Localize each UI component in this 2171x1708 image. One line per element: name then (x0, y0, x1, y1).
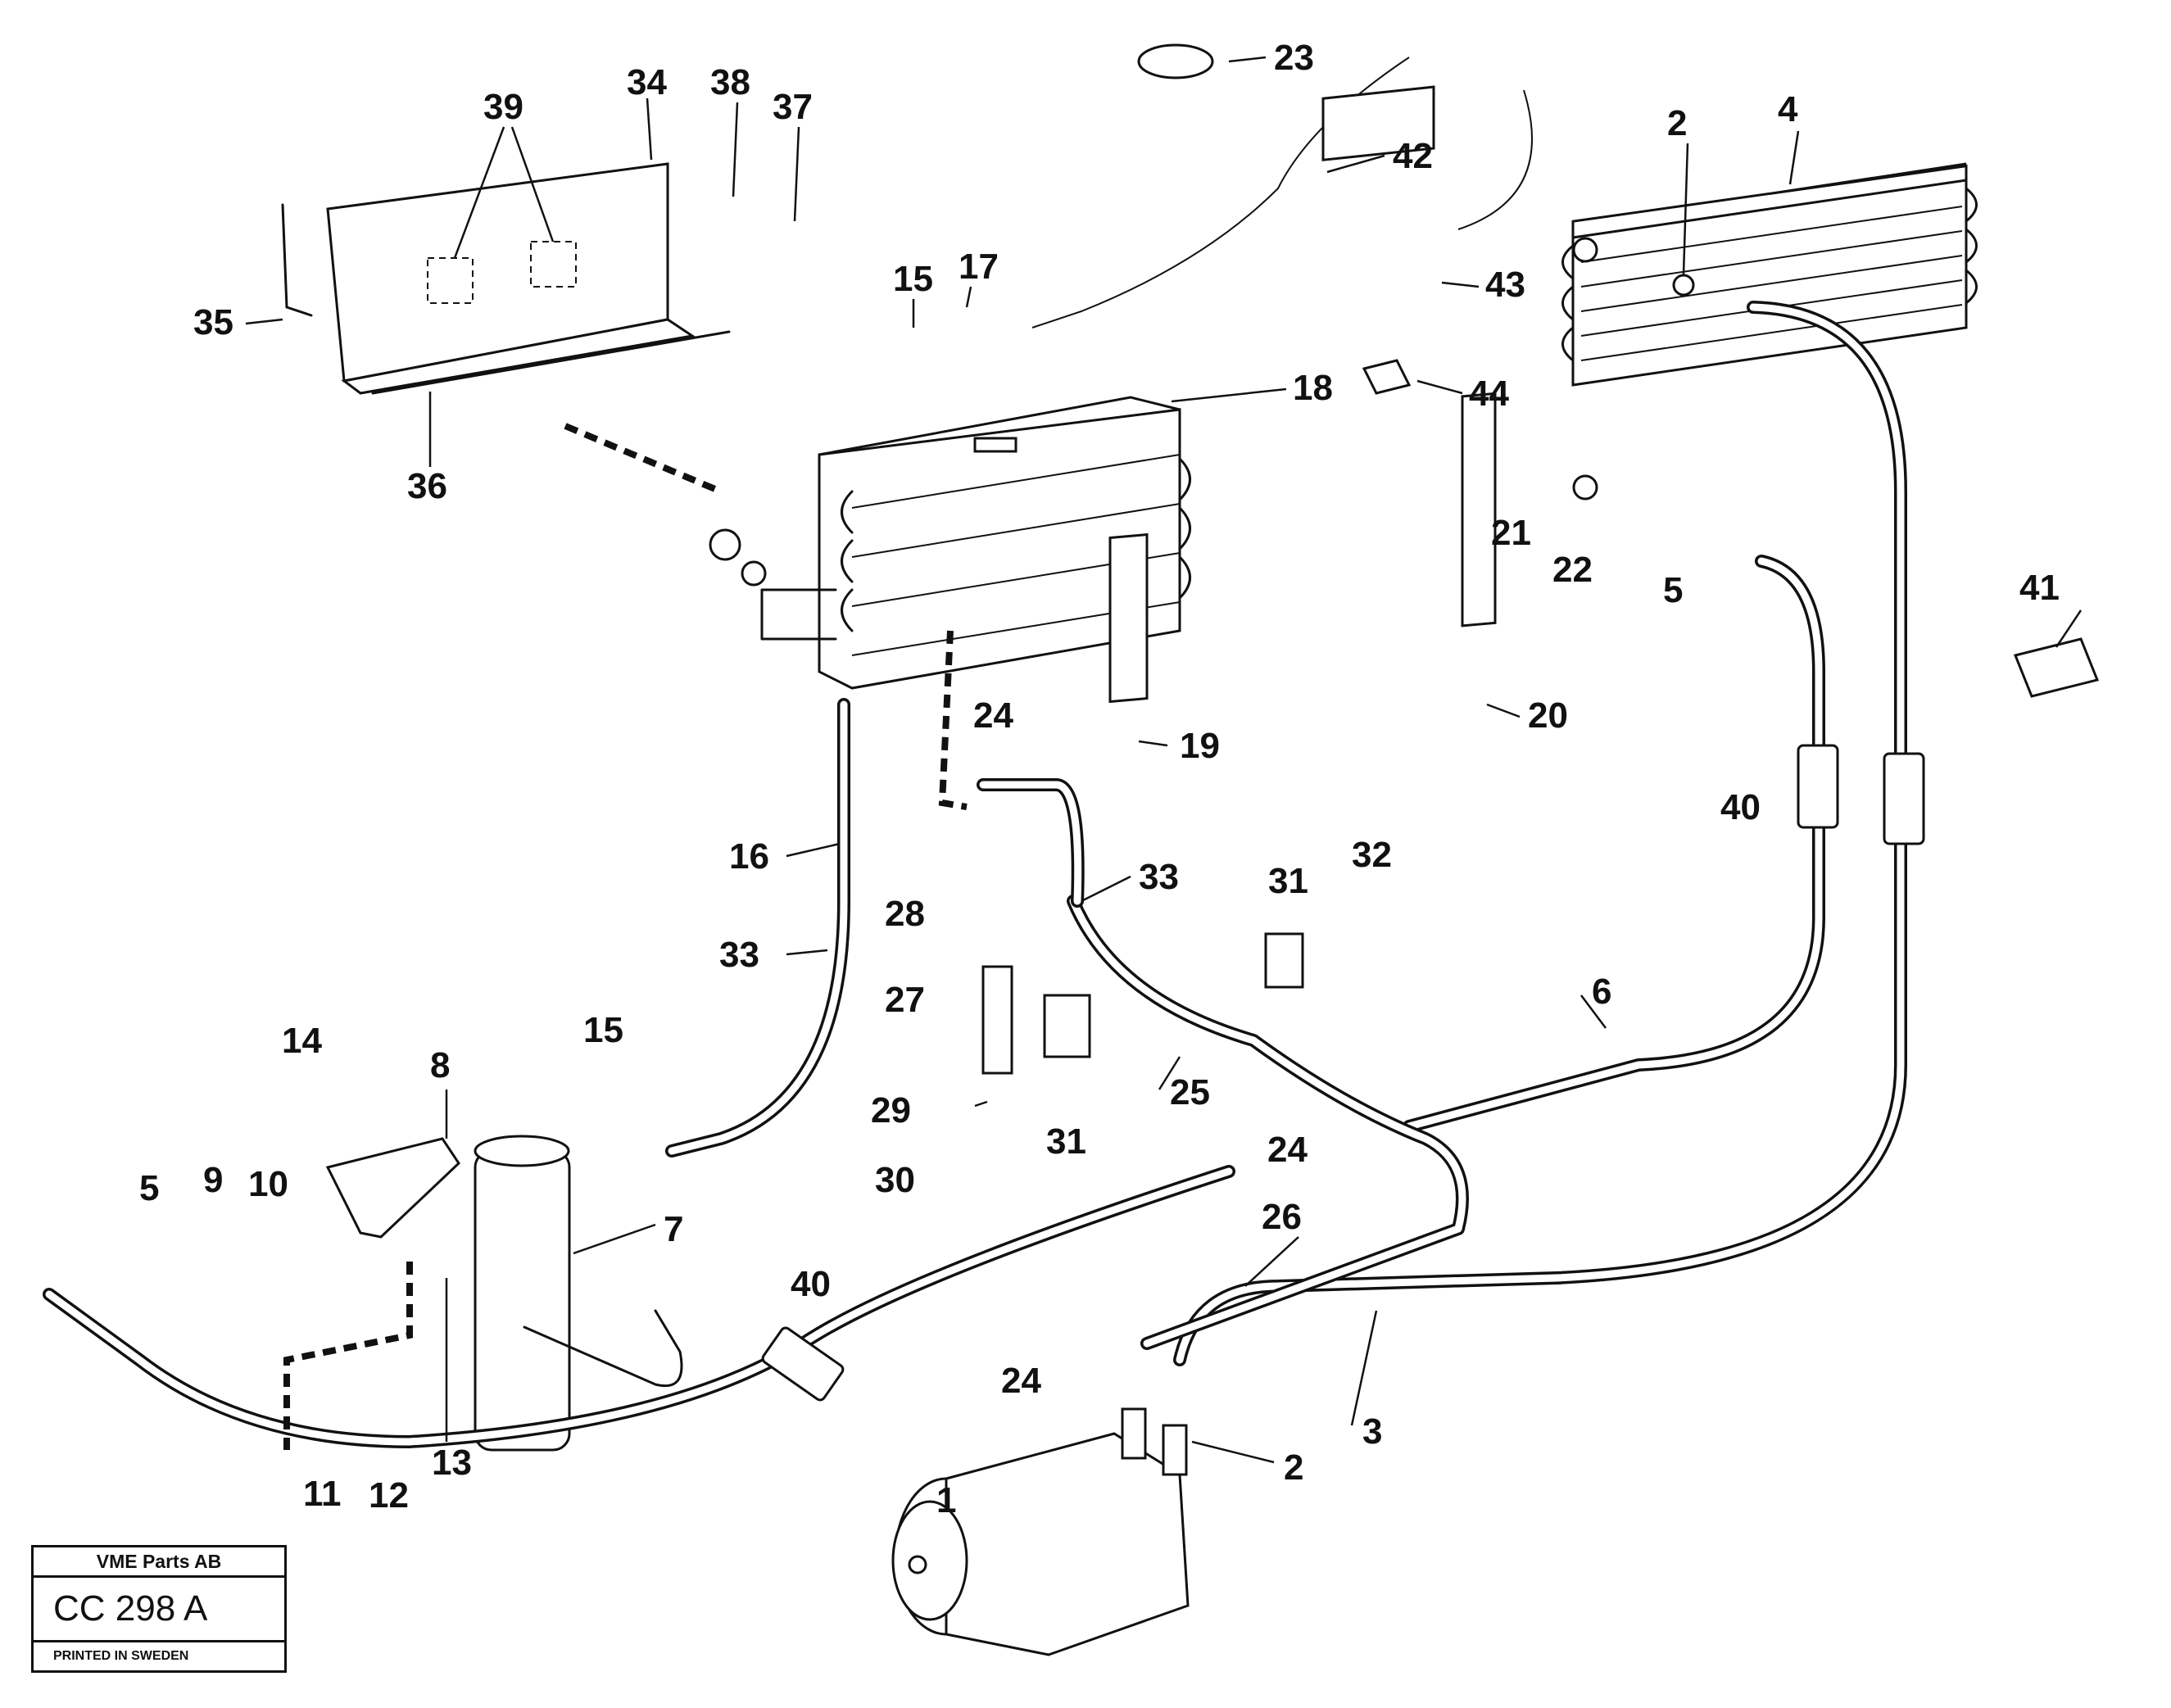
callout-24b: 24 (1267, 1130, 1308, 1170)
callout-30: 30 (875, 1160, 915, 1200)
callout-27: 27 (885, 980, 925, 1020)
callout-4: 4 (1778, 89, 1798, 129)
callout-11: 11 (303, 1474, 342, 1514)
callout-41: 41 (2019, 568, 2060, 608)
callout-5b: 5 (139, 1168, 159, 1208)
callout-12: 12 (369, 1475, 409, 1515)
brackets (981, 392, 1497, 1075)
callout-42: 42 (1393, 136, 1433, 176)
callout-3: 3 (1362, 1411, 1382, 1452)
callout-22: 22 (1552, 550, 1593, 590)
callout-19: 19 (1180, 726, 1220, 766)
dashed-routing (283, 423, 968, 1450)
callout-39: 39 (483, 87, 523, 127)
callout-21: 21 (1491, 513, 1531, 553)
callout-43: 43 (1485, 265, 1525, 305)
compressor (891, 1407, 1190, 1656)
callout-37: 37 (773, 87, 813, 127)
evaporator (709, 396, 1191, 690)
callout-40b: 40 (791, 1264, 831, 1304)
callout-6: 6 (1592, 972, 1611, 1012)
callout-24c: 24 (1001, 1361, 1041, 1401)
callout-34: 34 (627, 62, 667, 102)
printed-note: PRINTED IN SWEDEN (53, 1649, 189, 1663)
callout-18: 18 (1293, 368, 1333, 408)
receiver-drier (325, 1135, 683, 1452)
title-block: VME Parts AB CC 298 A PRINTED IN SWEDEN (31, 1545, 287, 1673)
callout-13: 13 (432, 1443, 472, 1483)
callout-15: 15 (893, 259, 933, 299)
callout-5: 5 (1663, 570, 1683, 610)
leader-lines (245, 56, 2083, 1464)
callout-44: 44 (1469, 374, 1509, 414)
callout-38: 38 (710, 62, 750, 102)
callout-7: 7 (664, 1209, 683, 1249)
callout-labels: 1 2 2 3 4 5 5 6 7 8 9 10 11 12 13 14 15 … (139, 38, 2060, 1520)
callout-26: 26 (1262, 1197, 1302, 1237)
wiring-harness (1031, 43, 2100, 698)
callout-36: 36 (407, 466, 447, 506)
callout-40: 40 (1720, 787, 1761, 827)
callout-32: 32 (1352, 835, 1392, 875)
callout-15b: 15 (583, 1010, 623, 1050)
callout-24: 24 (973, 695, 1013, 736)
company-name: VME Parts AB (34, 1547, 284, 1578)
callout-23: 23 (1274, 38, 1314, 78)
callout-33: 33 (1139, 857, 1179, 897)
callout-2: 2 (1667, 103, 1687, 143)
callout-25: 25 (1170, 1072, 1210, 1112)
callout-35: 35 (193, 302, 233, 342)
callout-16: 16 (729, 836, 769, 877)
callout-1: 1 (936, 1480, 956, 1520)
callout-14: 14 (282, 1021, 322, 1061)
callout-10: 10 (248, 1164, 288, 1204)
callout-33b: 33 (719, 935, 759, 975)
drawing-code: CC 298 A (34, 1578, 284, 1642)
callout-31b: 31 (1046, 1121, 1086, 1162)
callout-29: 29 (871, 1090, 911, 1130)
mounting-plate (281, 162, 731, 395)
callout-20: 20 (1528, 695, 1568, 736)
callout-31: 31 (1268, 861, 1308, 901)
callout-8: 8 (430, 1045, 450, 1085)
condenser (1561, 162, 1978, 501)
hoses (43, 301, 1925, 1448)
callout-9: 9 (203, 1160, 223, 1200)
callout-17: 17 (959, 247, 999, 287)
callout-2b: 2 (1284, 1447, 1303, 1488)
callout-28: 28 (885, 894, 925, 934)
